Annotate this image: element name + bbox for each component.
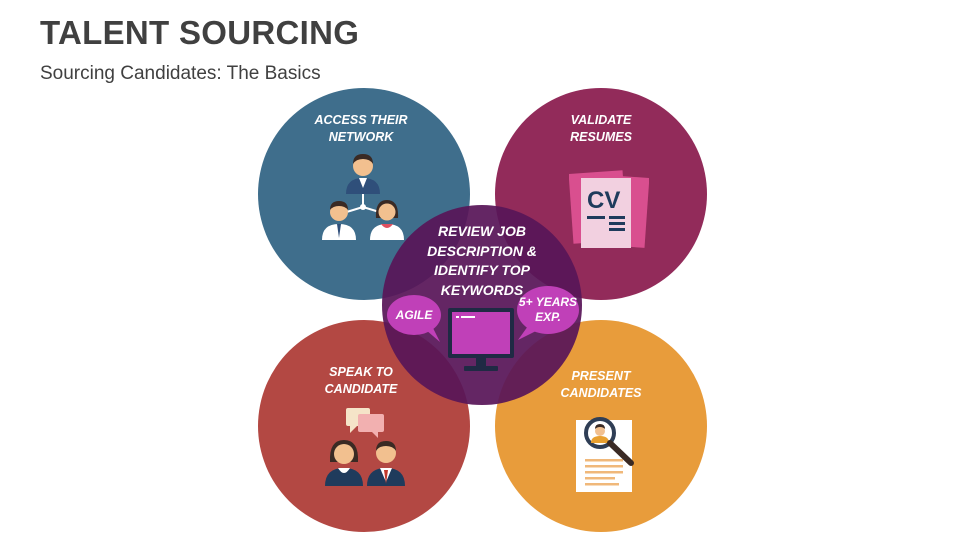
speech-bubble-left-icon [387, 295, 441, 342]
step-label-present: PRESENT CANDIDATES [560, 369, 642, 400]
page-subtitle: Sourcing Candidates: The Basics [40, 63, 321, 84]
conversation-people-icon [325, 408, 405, 486]
profile-magnifier-icon [576, 417, 634, 492]
step-label-validate: VALIDATE RESUMES [570, 113, 632, 144]
page-title: TALENT SOURCING [40, 14, 360, 51]
network-people-icon [322, 154, 404, 240]
step-label-speak: SPEAK TO CANDIDATE [324, 365, 398, 396]
cv-document-icon: CV [569, 170, 649, 248]
keyword-bubble-agile: AGILE [395, 308, 433, 322]
keyword-bubble-experience: 5+ YEARS EXP. [518, 295, 578, 324]
step-label-center: REVIEW JOB DESCRIPTION & IDENTIFY TOP KE… [427, 223, 537, 298]
step-label-network: ACCESS THEIR NETWORK [314, 113, 408, 144]
svg-text:CV: CV [587, 187, 620, 214]
speech-bubble-right-icon [517, 286, 579, 340]
monitor-icon [448, 308, 514, 371]
